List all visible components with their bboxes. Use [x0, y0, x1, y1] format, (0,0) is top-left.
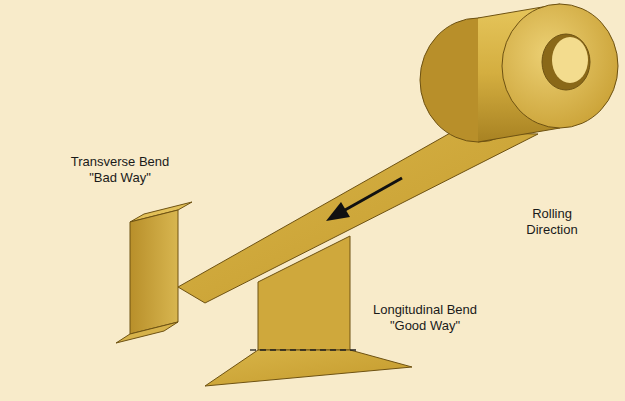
coil-edge: [478, 128, 560, 142]
coil-hole: [542, 34, 590, 90]
transverse-wall: [130, 210, 178, 334]
bend-line: [250, 349, 358, 350]
callout-label: Longitudinal Bend "Good Way": [363, 302, 487, 334]
callout-label: Rolling Direction: [515, 206, 589, 238]
coil-hole-inner: [552, 37, 588, 83]
direction-arrow: [326, 178, 402, 221]
branch-tab: [258, 236, 350, 350]
metal-strip: [178, 132, 538, 303]
longitudinal-tab: [205, 350, 412, 386]
callout-label: Transverse Bend "Bad Way": [61, 154, 179, 186]
coil-face: [502, 4, 618, 128]
bottom-flange: [116, 322, 178, 343]
